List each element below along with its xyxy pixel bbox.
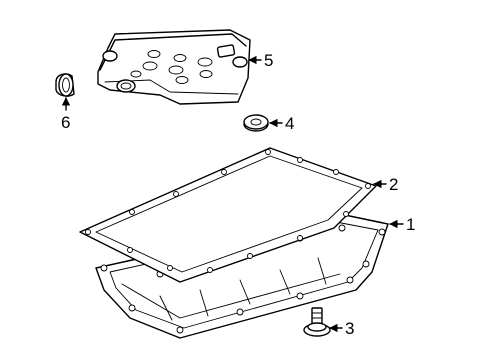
callout-4: 4 [285,114,294,133]
bolt-part [303,307,331,337]
filter-part [97,29,251,105]
grommet-part [243,114,269,132]
leader-lines [61,55,404,333]
seal-ring-part [55,73,75,97]
callout-6: 6 [61,113,70,132]
gasket-part [79,147,377,283]
callout-3: 3 [345,319,354,338]
callout-5: 5 [264,51,273,70]
callout-1: 1 [406,215,415,234]
callout-2: 2 [389,175,398,194]
